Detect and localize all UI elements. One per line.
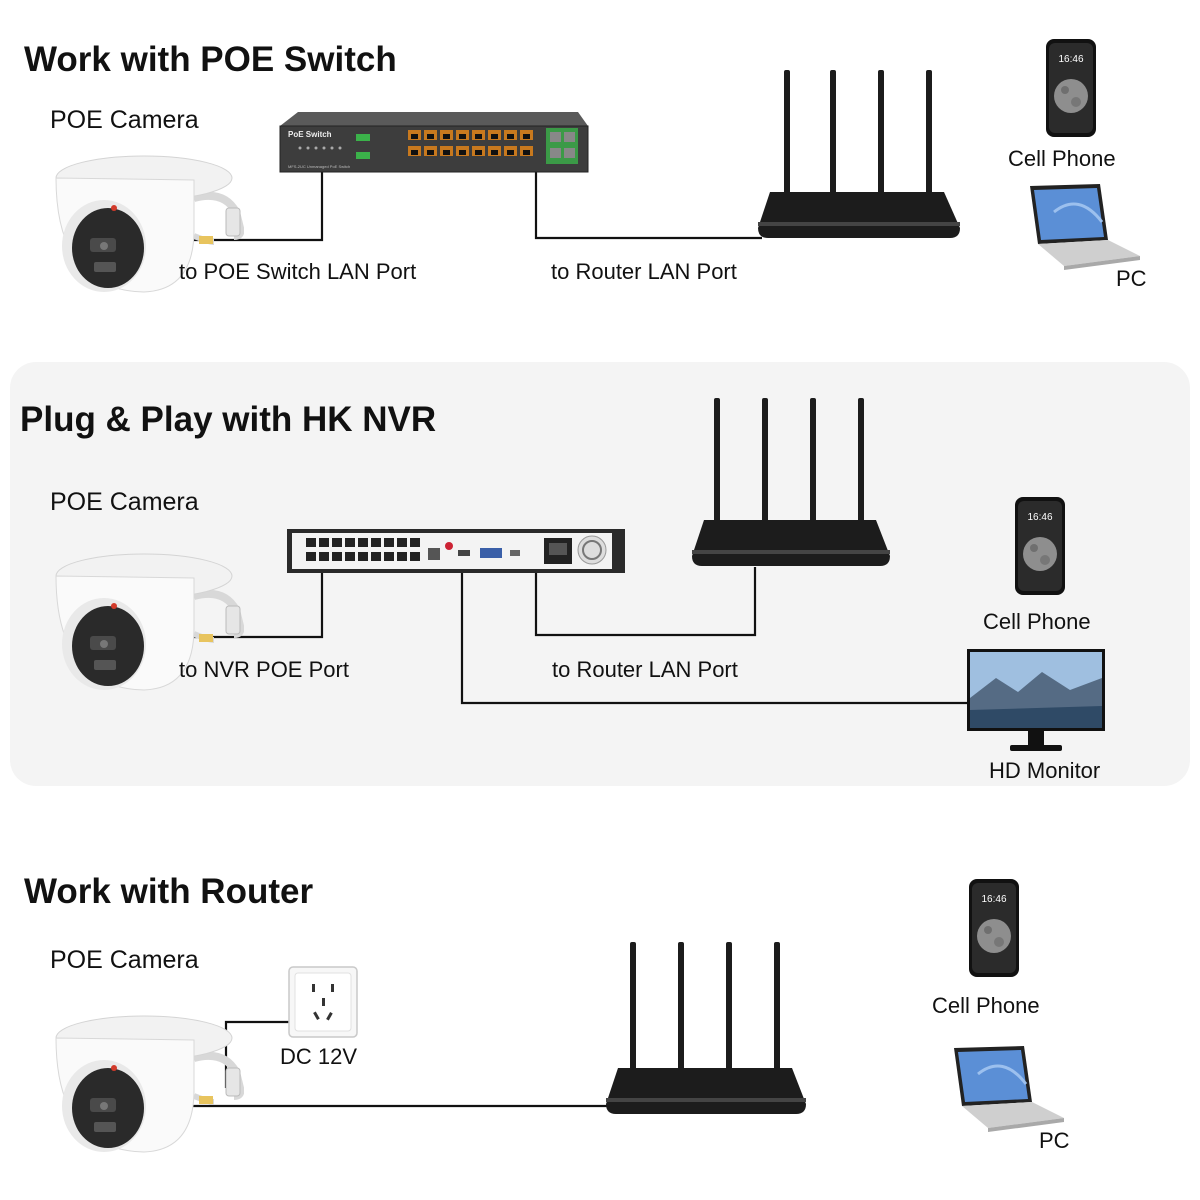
laptop-icon bbox=[1030, 184, 1140, 270]
power-outlet-icon bbox=[288, 966, 358, 1038]
phone-time: 16:46 bbox=[1058, 54, 1083, 65]
monitor-label: HD Monitor bbox=[989, 758, 1101, 783]
wire-camera-to-switch bbox=[178, 170, 324, 242]
wire-switch-to-router bbox=[534, 170, 762, 240]
laptop-icon bbox=[954, 1046, 1064, 1132]
switch-to-router-label: to Router LAN Port bbox=[551, 259, 737, 284]
wire-camera-to-nvr bbox=[178, 571, 324, 639]
phone-icon: 16:46 bbox=[1046, 39, 1096, 137]
wire-camera-to-power bbox=[224, 1020, 290, 1088]
wire-nvr-to-monitor bbox=[460, 571, 968, 705]
wire-nvr-to-router bbox=[534, 567, 757, 637]
monitor-icon bbox=[967, 649, 1105, 751]
cam-to-switch-label: to POE Switch LAN Port bbox=[179, 259, 417, 284]
camera-label: POE Camera bbox=[50, 106, 199, 134]
camera-icon bbox=[55, 1015, 244, 1153]
switch-model-text: MFS-2UC Unmanaged PoE Switch bbox=[288, 164, 350, 169]
camera-label: POE Camera bbox=[50, 488, 199, 516]
phone-icon: 16:46 bbox=[1015, 497, 1065, 595]
router-icon bbox=[758, 70, 960, 238]
nvr-to-router-label: to Router LAN Port bbox=[552, 657, 738, 682]
phone-label: Cell Phone bbox=[932, 993, 1040, 1018]
section-title-nvr: Plug & Play with HK NVR bbox=[20, 400, 437, 439]
nvr-icon bbox=[287, 529, 625, 573]
phone-time: 16:46 bbox=[1027, 512, 1052, 523]
section-title-router: Work with Router bbox=[24, 872, 314, 911]
pc-label: PC bbox=[1039, 1128, 1070, 1153]
camera-icon bbox=[55, 553, 244, 691]
cam-to-nvr-label: to NVR POE Port bbox=[179, 657, 349, 682]
router-icon bbox=[692, 398, 890, 566]
phone-label: Cell Phone bbox=[983, 609, 1091, 634]
section-title-poe-switch: Work with POE Switch bbox=[24, 40, 397, 79]
camera-icon bbox=[55, 155, 244, 293]
phone-time: 16:46 bbox=[981, 894, 1006, 905]
pc-label: PC bbox=[1116, 266, 1147, 291]
power-label: DC 12V bbox=[280, 1044, 358, 1069]
switch-brand-text: PoE Switch bbox=[288, 130, 332, 139]
phone-icon: 16:46 bbox=[969, 879, 1019, 977]
switch-icon: PoE Switch MFS-2UC Unmanaged PoE Switch bbox=[279, 112, 589, 173]
router-icon bbox=[606, 942, 806, 1114]
camera-label: POE Camera bbox=[50, 946, 199, 974]
phone-label: Cell Phone bbox=[1008, 146, 1116, 171]
